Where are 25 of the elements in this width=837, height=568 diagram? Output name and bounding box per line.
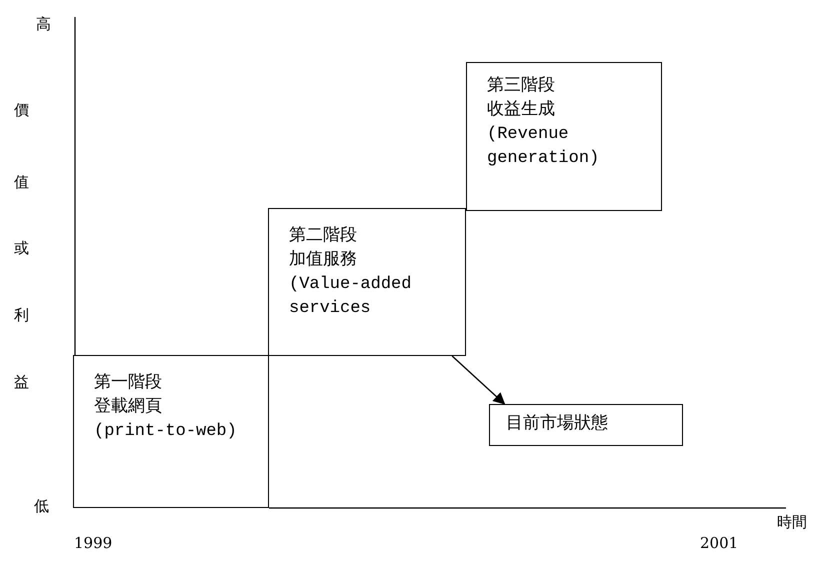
axis-label: 值 <box>14 172 29 192</box>
box-text: (Value-added services <box>289 274 412 320</box>
box-text: 第一階段 <box>94 372 163 395</box>
axis-label: 價 <box>14 100 29 120</box>
box-text: 第二階段 <box>289 225 358 248</box>
axis-label: 或 <box>14 238 29 258</box>
arrow <box>452 356 506 405</box>
box-text: (Revenue generation) <box>487 124 600 170</box>
box-text: 目前市場狀態 <box>506 413 609 436</box>
axis-label: 利 <box>14 305 29 325</box>
stage-box <box>466 62 662 211</box>
box-text: (print-to-web) <box>94 421 238 443</box>
stage-box <box>73 355 269 508</box>
axis-label: 時間 <box>777 512 807 532</box>
axis-label: 益 <box>14 372 29 392</box>
box-text: 第三階段 <box>487 75 556 98</box>
box-text: 登載網頁 <box>94 396 163 419</box>
axis-label: 2001 <box>700 533 738 553</box>
stage-box <box>489 404 683 446</box>
axis-label: 高 <box>36 14 51 34</box>
stage-box <box>268 208 466 356</box>
box-text: 加值服務 <box>289 249 358 272</box>
axis-label: 1999 <box>74 533 112 553</box>
axis-label: 低 <box>34 496 49 516</box>
box-text: 收益生成 <box>487 99 556 122</box>
